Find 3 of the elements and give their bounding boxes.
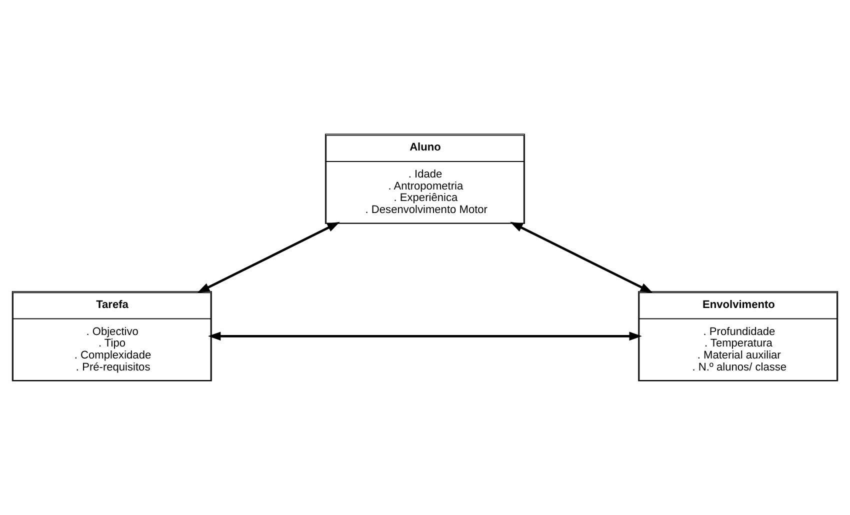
arrow <box>197 222 340 294</box>
arrow <box>510 222 653 294</box>
arrow <box>208 332 642 341</box>
